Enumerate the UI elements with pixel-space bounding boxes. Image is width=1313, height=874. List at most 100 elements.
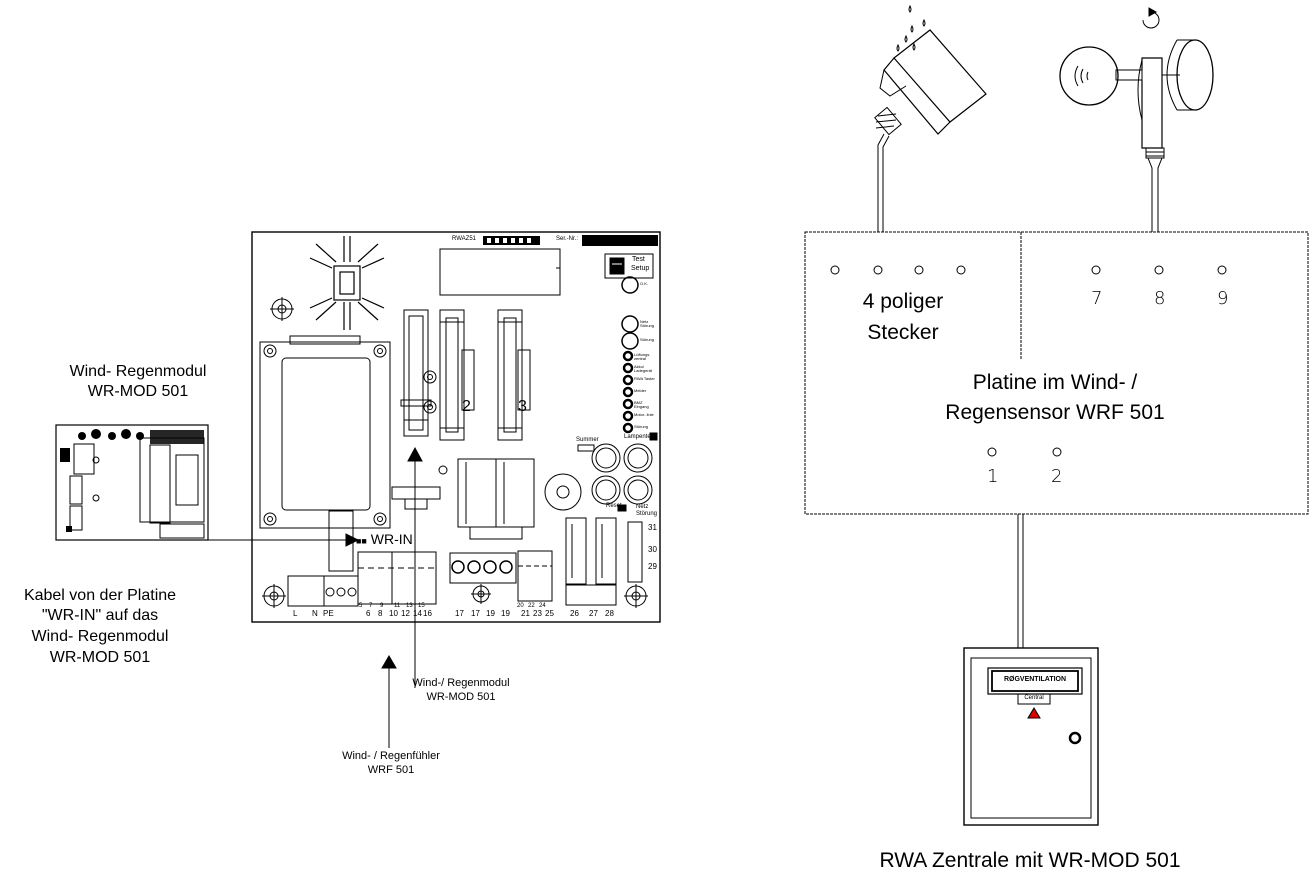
pin-1: 1 bbox=[987, 466, 999, 487]
mainboard-rwaz51 bbox=[251, 231, 661, 623]
test-setup-switch[interactable] bbox=[604, 253, 654, 279]
board-model: RWAZ51 bbox=[452, 236, 477, 242]
test-label: Test bbox=[632, 256, 645, 263]
terminal-top-label: 20 bbox=[517, 603, 524, 609]
terminal-top-label: 11 bbox=[394, 603, 401, 609]
slot-3-number: 3 bbox=[518, 398, 527, 415]
setup-label-text: Setup bbox=[631, 265, 650, 272]
terminal-label: 14 bbox=[413, 609, 422, 618]
terminal-31: 31 bbox=[648, 523, 657, 532]
pin-7: 7 bbox=[1091, 288, 1103, 309]
rwa-central-cabinet[interactable] bbox=[963, 647, 1099, 826]
cabinet-sign: RØGVENTILATION bbox=[1003, 676, 1067, 683]
mounting-hole-br bbox=[624, 584, 648, 608]
lampentest-label: Lampentest bbox=[624, 434, 656, 440]
chip-eprom bbox=[439, 248, 561, 296]
cable-note-1: Kabel von der Platine bbox=[23, 587, 177, 604]
arrow-wr-mod bbox=[407, 446, 423, 462]
terminal-21-25 bbox=[517, 550, 553, 602]
arrow-lower-line2: WRF 501 bbox=[367, 764, 415, 776]
pin-8: 8 bbox=[1154, 288, 1166, 309]
sensor-title-2: Regensensor WRF 501 bbox=[945, 401, 1165, 424]
led-label: Akku/ Ladegerät bbox=[634, 364, 653, 373]
terminal-label: L bbox=[293, 609, 298, 618]
wr-in-label: ■■ WR-IN bbox=[356, 531, 413, 547]
terminal-top-label: 15 bbox=[418, 603, 425, 609]
led-column bbox=[621, 276, 639, 434]
rain-sensor bbox=[874, 29, 987, 232]
terminal-label: N bbox=[312, 609, 318, 618]
terminal-label: 28 bbox=[605, 609, 614, 618]
mounting-hole-bl bbox=[262, 584, 286, 608]
terminal-top-label: 22 bbox=[528, 603, 535, 609]
terminal-17-19 bbox=[449, 552, 517, 584]
arrow-lower-line1: Wind- / Regenfühler bbox=[342, 750, 440, 762]
reset-label: Reset bbox=[606, 503, 622, 509]
terminal-label: 10 bbox=[389, 609, 398, 618]
slot-2 bbox=[439, 309, 475, 441]
led-label: Netz Störung bbox=[640, 319, 655, 328]
terminal-top-label: 13 bbox=[406, 603, 413, 609]
terminal-label: 12 bbox=[401, 609, 410, 618]
terminal-label: PE bbox=[323, 609, 334, 618]
terminal-label: 27 bbox=[589, 609, 598, 618]
sensor-pcb bbox=[804, 231, 1309, 515]
wr-in-connector bbox=[391, 486, 441, 500]
terminal-label: 17 bbox=[471, 609, 480, 618]
module-title-1: Wind- Regenmodul bbox=[69, 363, 207, 380]
terminal-label: 21 bbox=[521, 609, 530, 618]
led-label: Melder bbox=[634, 388, 647, 393]
terminal-label: 19 bbox=[501, 609, 510, 618]
wr-in-text: WR-IN bbox=[370, 531, 413, 547]
cabinet-sub: Central bbox=[1024, 695, 1044, 701]
relay-pair bbox=[457, 458, 535, 540]
serial-field bbox=[582, 235, 658, 246]
wr-in-arrow bbox=[345, 533, 360, 547]
plug-label-2: Stecker bbox=[867, 321, 939, 344]
plug-label-1: 4 poliger bbox=[862, 290, 944, 313]
output-relays bbox=[565, 517, 643, 585]
terminal-26-28 bbox=[565, 584, 617, 606]
mounting-hole-tl bbox=[270, 297, 294, 321]
led-label: RWA Taster bbox=[634, 376, 655, 381]
arrow-upper-line1: Wind-/ Regenmodul bbox=[412, 677, 510, 689]
terminal-label: 8 bbox=[378, 609, 383, 618]
led-label: Störung bbox=[634, 424, 649, 429]
anemometer bbox=[1059, 7, 1214, 232]
terminal-top-label: 5 bbox=[359, 603, 363, 609]
terminal-label: 17 bbox=[455, 609, 464, 618]
cable-note-3: Wind- Regenmodul bbox=[31, 628, 169, 645]
terminal-top-label: 24 bbox=[539, 603, 546, 609]
slot-3 bbox=[497, 309, 531, 441]
rain-drops bbox=[896, 4, 926, 52]
terminal-29: 29 bbox=[648, 562, 657, 571]
terminal-label: 6 bbox=[366, 609, 371, 618]
wr-in-icon: ■■ bbox=[356, 536, 367, 546]
pin-2: 2 bbox=[1051, 466, 1063, 487]
slot-2-number: 2 bbox=[462, 398, 471, 415]
arrow-wrf bbox=[381, 655, 397, 669]
terminal-top-label: 7 bbox=[369, 603, 373, 609]
summer-label: Summer bbox=[576, 437, 599, 443]
terminal-6-16 bbox=[357, 551, 437, 605]
pin-9: 9 bbox=[1217, 288, 1229, 309]
terminal-label: 23 bbox=[533, 609, 542, 618]
terminal-label: 26 bbox=[570, 609, 579, 618]
led-label: BMZ Eingang bbox=[634, 400, 649, 409]
capacitors bbox=[544, 432, 658, 512]
led-label: Störung bbox=[640, 337, 655, 342]
led-label: Motor- linie bbox=[634, 412, 654, 417]
heatsink bbox=[309, 236, 385, 330]
terminal-mains bbox=[287, 575, 359, 607]
terminal-30: 30 bbox=[648, 545, 657, 554]
mounting-hole-bm bbox=[471, 584, 491, 604]
terminal-top-label: 9 bbox=[380, 603, 384, 609]
terminal-label: 25 bbox=[545, 609, 554, 618]
terminal-label: 19 bbox=[486, 609, 495, 618]
cable-note-2: "WR-IN" auf das bbox=[41, 607, 159, 624]
terminal-label: 16 bbox=[423, 609, 432, 618]
led-label: Lüftungs zentral bbox=[634, 352, 650, 361]
slot-1 bbox=[400, 309, 437, 437]
central-caption: RWA Zentrale mit WR-MOD 501 bbox=[879, 849, 1181, 872]
